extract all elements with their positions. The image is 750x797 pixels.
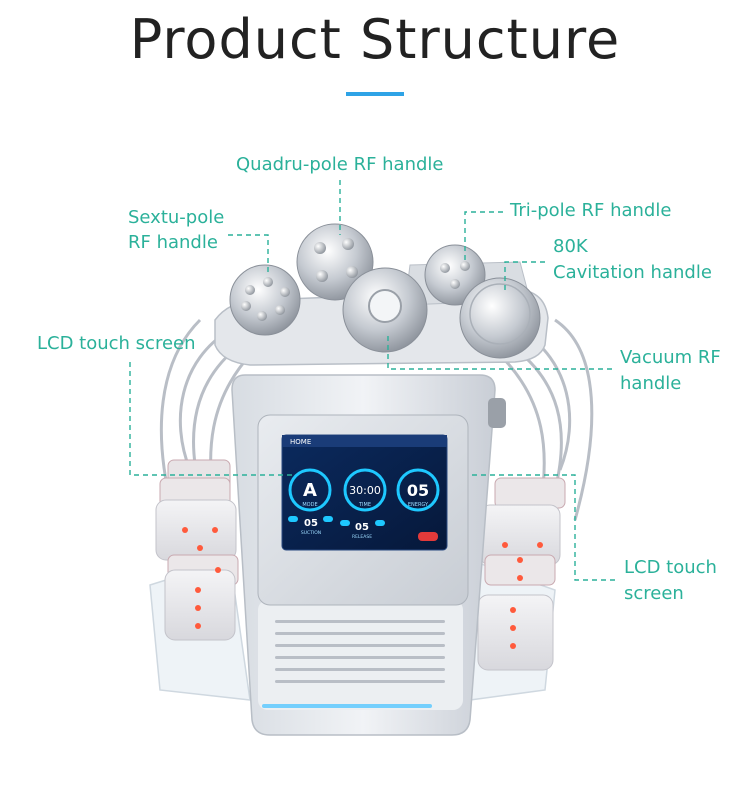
label-sextu-pole-line1: Sextu-pole <box>128 207 225 228</box>
tri-pole-handle <box>424 244 486 306</box>
screen-energy-label: ENERGY <box>408 502 429 508</box>
screen-time-label: TIME <box>358 502 371 508</box>
page-title: Product Structure <box>129 8 621 71</box>
title-underline <box>346 92 404 96</box>
screen-release-label: RELEASE <box>352 534 372 540</box>
screen-home-text: HOME <box>290 438 311 446</box>
main-body <box>231 374 506 736</box>
label-tri-pole-rf-handle: Tri-pole RF handle <box>510 200 672 221</box>
label-sextu-pole-line2: RF handle <box>128 232 218 253</box>
screen-time-value: 30:00 <box>349 484 381 497</box>
cavitation-handle <box>459 277 541 359</box>
screen-mode-value: A <box>303 480 317 501</box>
screen-mode-label: MODE <box>302 502 317 508</box>
screen-energy-value: 05 <box>407 481 429 500</box>
screen-release-value: 05 <box>355 522 369 533</box>
label-quadru-pole-rf-handle: Quadru-pole RF handle <box>236 154 444 175</box>
screen-suction-value: 05 <box>304 518 318 529</box>
label-lcd-touch-screen-right-line2: screen <box>624 583 684 604</box>
screen-suction-label: SUCTION <box>301 530 321 536</box>
lcd-screen: HOME A MODE 30:00 TIME 05 ENERGY 05 SUCT… <box>281 434 448 551</box>
label-lcd-touch-screen-right-line1: LCD touch <box>624 557 717 578</box>
sextu-pole-handle <box>229 264 301 336</box>
left-pads <box>155 459 239 641</box>
label-vacuum-rf-line1: Vacuum RF <box>620 347 721 368</box>
vacuum-rf-handle <box>342 267 428 353</box>
label-cavitation-line2: Cavitation handle <box>553 262 712 283</box>
right-pads <box>477 477 566 671</box>
leader-lines <box>129 180 615 581</box>
label-vacuum-rf-line2: handle <box>620 373 682 394</box>
screen-stop-button <box>418 532 438 541</box>
label-lcd-touch-screen-left: LCD touch screen <box>37 333 196 354</box>
label-cavitation-line1: 80K <box>553 236 588 257</box>
vent-grille <box>275 620 445 683</box>
